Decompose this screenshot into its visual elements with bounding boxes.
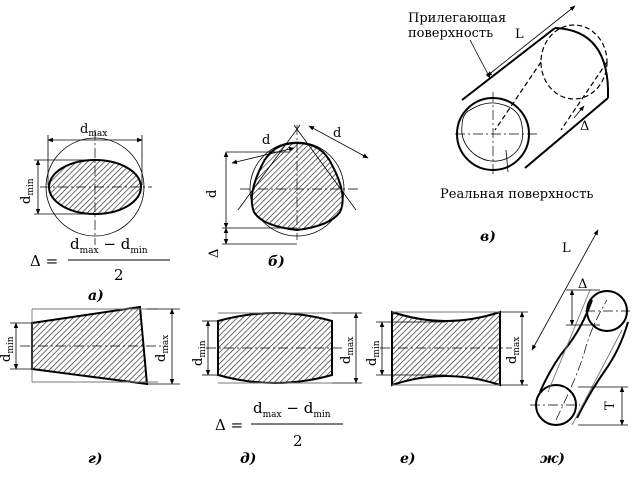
label-dmax: dmax <box>80 122 107 139</box>
real-surface-label: Реальная поверхность <box>440 187 593 202</box>
label-dmax-d: dmax <box>339 337 356 364</box>
label-d-diag-right: d <box>333 126 341 141</box>
label-delta-zh: Δ <box>578 277 587 292</box>
caption-e: е) <box>400 451 416 467</box>
adjacent-surface-label-2: поверхность <box>408 26 493 41</box>
svg-text:dmax − dmin: dmax − dmin <box>253 399 331 420</box>
label-L-v: L <box>515 27 524 42</box>
label-dmin: dmin <box>19 178 36 204</box>
caption-a: а) <box>88 288 104 304</box>
fig-g-taper: dmin dmax г) <box>0 305 180 467</box>
svg-text:Δ =: Δ = <box>30 252 58 270</box>
label-dmax-e: dmax <box>505 337 522 364</box>
svg-text:2: 2 <box>293 432 303 450</box>
label-delta-b: Δ <box>207 249 222 258</box>
caption-v: в) <box>480 229 496 245</box>
svg-text:2: 2 <box>114 266 124 284</box>
caption-d: д) <box>240 451 256 467</box>
caption-g: г) <box>88 451 103 467</box>
fig-d-barrel: dmin dmax Δ = dmax − dmin 2 д) <box>191 312 362 467</box>
caption-b: б) <box>268 254 285 270</box>
label-delta-v: Δ <box>580 119 589 134</box>
label-dmin-d: dmin <box>191 340 208 366</box>
label-T: T <box>603 401 618 410</box>
label-d-vertical: d <box>205 190 220 198</box>
fig-a-ovality: dmax dmin Δ = dmax − dmin 2 а) <box>19 122 170 304</box>
fig-v-cylindricity: L Δ Прилегающая поверхность Реальная пов… <box>408 5 610 245</box>
svg-text:dmax − dmin: dmax − dmin <box>70 235 148 256</box>
adjacent-surface-label: Прилегающая <box>408 11 506 26</box>
formula-a: Δ = dmax − dmin 2 <box>30 235 170 284</box>
svg-text:Δ =: Δ = <box>215 416 243 434</box>
fig-e-saddle: dmin dmax е) <box>365 310 528 467</box>
fig-b-lobing: d d d Δ б) <box>205 124 369 270</box>
label-L-zh: L <box>562 241 571 256</box>
formula-d: Δ = dmax − dmin 2 <box>215 399 343 450</box>
label-dmax-g: dmax <box>154 335 171 362</box>
fig-zh-axis-curvature: L Δ T ж) <box>530 229 630 467</box>
label-d-diag-left: d <box>262 133 270 148</box>
label-dmin-e: dmin <box>365 340 382 366</box>
saddle-section <box>391 310 501 387</box>
label-dmin-g: dmin <box>0 336 16 362</box>
caption-zh: ж) <box>540 451 565 467</box>
taper-section <box>31 305 149 386</box>
